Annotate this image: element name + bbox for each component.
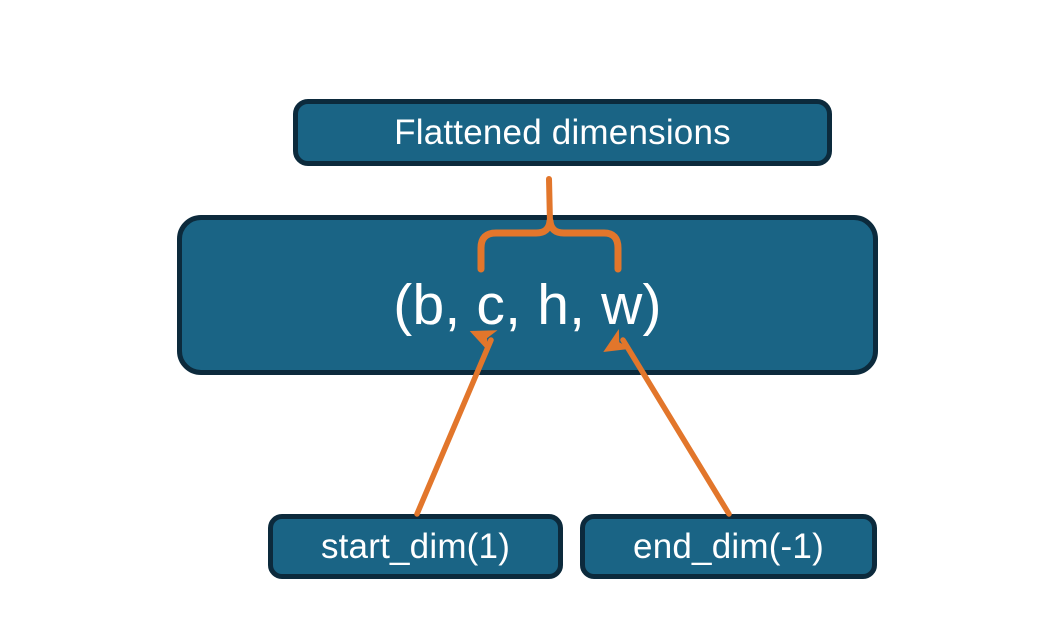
node-start-dim-label: start_dim(1) (320, 526, 511, 566)
node-end-dim-label: end_dim(-1) (633, 526, 824, 566)
node-tensor-shape[interactable]: (b, c, h, w) (177, 215, 878, 375)
node-end-dim[interactable]: end_dim(-1) (580, 514, 877, 579)
node-tensor-shape-label: (b, c, h, w) (393, 273, 662, 337)
node-flattened-dimensions[interactable]: Flattened dimensions (293, 99, 832, 166)
node-start-dim[interactable]: start_dim(1) (268, 514, 563, 579)
node-flattened-dimensions-label: Flattened dimensions (394, 112, 731, 152)
